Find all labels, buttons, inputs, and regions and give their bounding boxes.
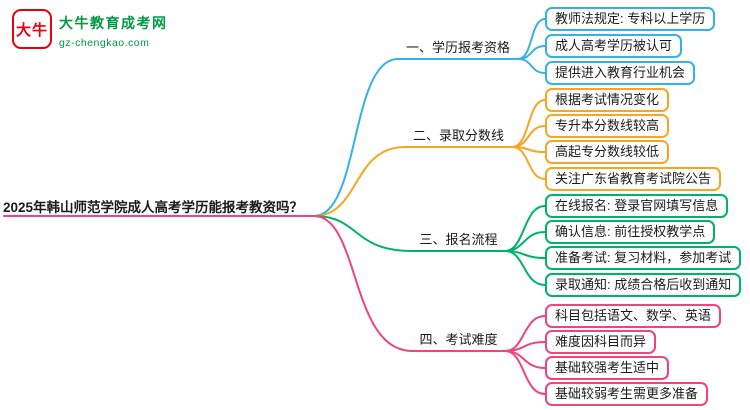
leaf-node-2-2: 专升本分数线较高 <box>545 114 670 138</box>
connector-leaf <box>504 341 546 352</box>
connector-leaf <box>504 231 546 252</box>
leaf-node-2-4: 关注广东省教育考试院公告 <box>545 167 722 191</box>
connector-branch-2 <box>313 146 513 217</box>
connector-leaf <box>504 205 546 252</box>
connector-branch-3 <box>313 215 506 252</box>
connector-branch-1 <box>313 58 519 217</box>
branch-label-2: 二、录取分数线 <box>412 128 504 143</box>
branch-label-1: 一、学历报考资格 <box>405 40 510 55</box>
leaf-node-4-2: 难度因科目而异 <box>545 330 657 354</box>
branch-label-3: 三、报名流程 <box>419 232 498 247</box>
site-url: gz-chengkao.com <box>59 37 150 49</box>
connector-branch-4 <box>313 215 506 352</box>
leaf-node-4-4: 基础较弱考生需更多准备 <box>545 382 709 406</box>
leaf-node-2-1: 根据考试情况变化 <box>545 88 670 112</box>
leaf-node-4-3: 基础较强考生适中 <box>545 356 670 380</box>
connector-leaf <box>511 99 546 148</box>
leaf-node-1-3: 提供进入教育行业机会 <box>545 61 696 85</box>
leaf-node-1-1: 教师法规定: 专科以上学历 <box>545 7 716 31</box>
connector-leaf <box>511 125 546 148</box>
leaf-node-3-3: 准备考试: 复习材料，参加考试 <box>545 246 742 270</box>
connector-leaf <box>504 250 546 286</box>
leaf-node-2-3: 高起专分数线较低 <box>545 140 670 164</box>
logo-text: 大牛教育成考网 gz-chengkao.com <box>59 9 168 49</box>
connector-leaf <box>517 58 546 74</box>
logo-bull-icon: 大牛 <box>12 9 52 49</box>
leaf-node-3-4: 录取通知: 成绩合格后收到通知 <box>545 273 742 297</box>
site-name: 大牛教育成考网 <box>59 15 168 31</box>
leaf-node-3-2: 确认信息: 前往授权教学点 <box>545 220 716 244</box>
leaf-node-1-2: 成人高考学历被认可 <box>545 34 683 58</box>
central-topic: 2025年韩山师范学院成人高考学历能报考教资吗？ <box>3 200 304 215</box>
branch-label-4: 四、考试难度 <box>419 332 498 347</box>
connector-leaf <box>504 350 546 395</box>
connector-leaf <box>511 146 546 180</box>
site-logo: 大牛 大牛教育成考网 gz-chengkao.com <box>12 9 168 49</box>
leaf-node-3-1: 在线报名: 登录官网填写信息 <box>545 194 729 218</box>
leaf-node-4-1: 科目包括语文、数学、英语 <box>545 304 722 328</box>
